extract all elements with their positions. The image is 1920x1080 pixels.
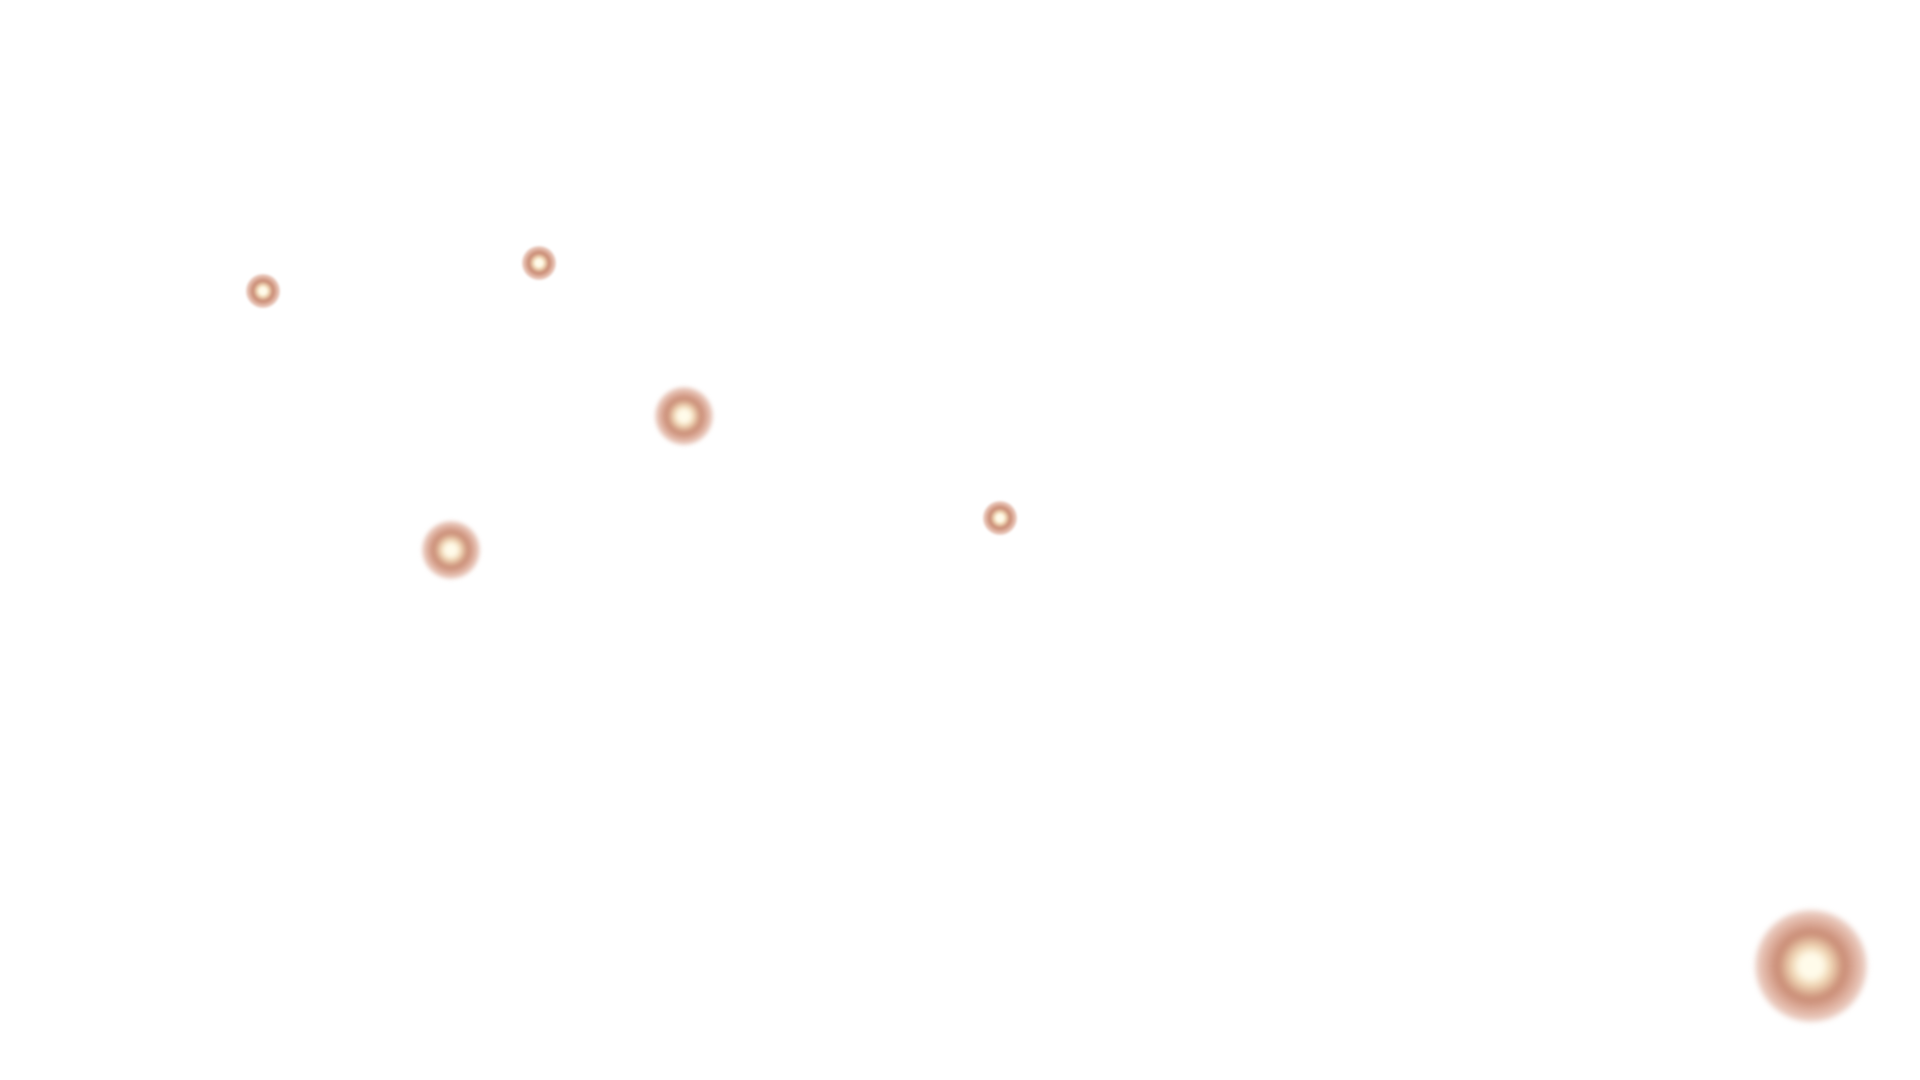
glow-orb — [655, 387, 713, 445]
glow-orb — [522, 246, 556, 280]
glow-orb — [422, 521, 480, 579]
glow-orb — [983, 501, 1017, 535]
glow-orb — [246, 274, 280, 308]
glow-orb — [1755, 910, 1867, 1022]
